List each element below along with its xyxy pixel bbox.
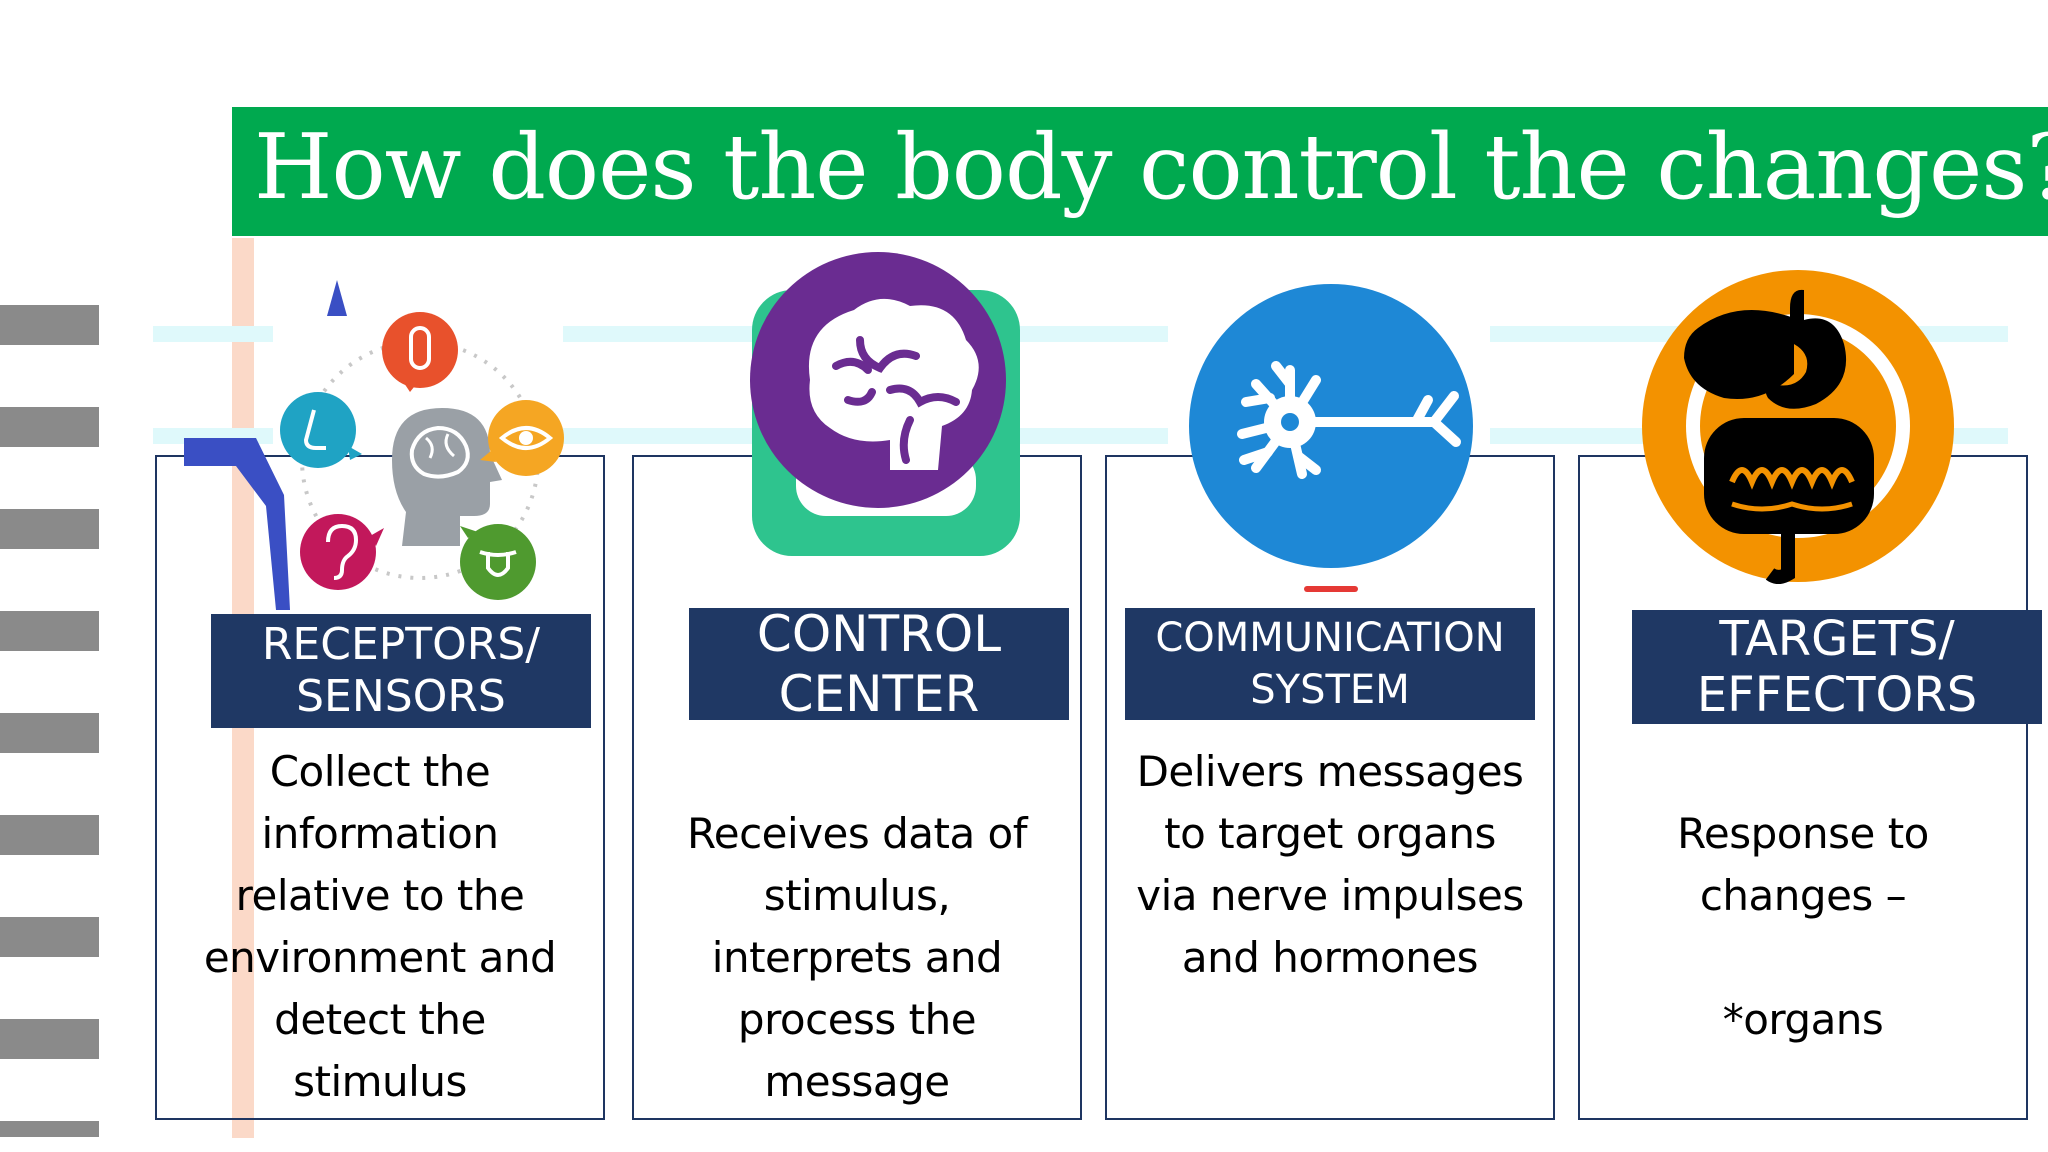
decor-dash (153, 326, 273, 342)
decor-bar (0, 611, 99, 651)
label-targets: TARGETS/ EFFECTORS (1632, 610, 2042, 724)
senses-head-icon (180, 270, 580, 610)
description-targets: Response to changes – *organs (1677, 809, 1929, 1044)
decor-bar (0, 1019, 99, 1059)
decor-bar (0, 305, 99, 345)
decor-bar (0, 407, 99, 447)
label-control-center-text: CONTROL CENTER (756, 605, 1002, 723)
neuron-icon (1186, 284, 1476, 594)
decor-bar (0, 1121, 99, 1137)
description-receptors: Collect the information relative to the … (203, 747, 557, 1106)
title-banner: How does the body control the changes? (232, 107, 2048, 236)
panel-receptors (155, 455, 605, 1120)
description-control-center: Receives data of stimulus, interprets an… (686, 809, 1028, 1106)
label-communication: COMMUNICATION SYSTEM (1125, 608, 1535, 720)
label-receptors-text: RECEPTORS/ SENSORS (261, 619, 541, 722)
label-control-center: CONTROL CENTER (689, 605, 1069, 723)
label-targets-text: TARGETS/ EFFECTORS (1696, 611, 1978, 723)
digestive-organs-icon (1640, 268, 1956, 584)
decor-bar (0, 509, 99, 549)
label-communication-text: COMMUNICATION SYSTEM (1155, 615, 1505, 713)
description-communication: Delivers messages to target organs via n… (1136, 747, 1524, 982)
label-receptors: RECEPTORS/ SENSORS (211, 614, 591, 728)
brain-icon (740, 250, 1030, 560)
page-title: How does the body control the changes? (254, 115, 2048, 220)
decor-bar (0, 713, 99, 753)
decor-bar (0, 917, 99, 957)
decor-bar (0, 815, 99, 855)
